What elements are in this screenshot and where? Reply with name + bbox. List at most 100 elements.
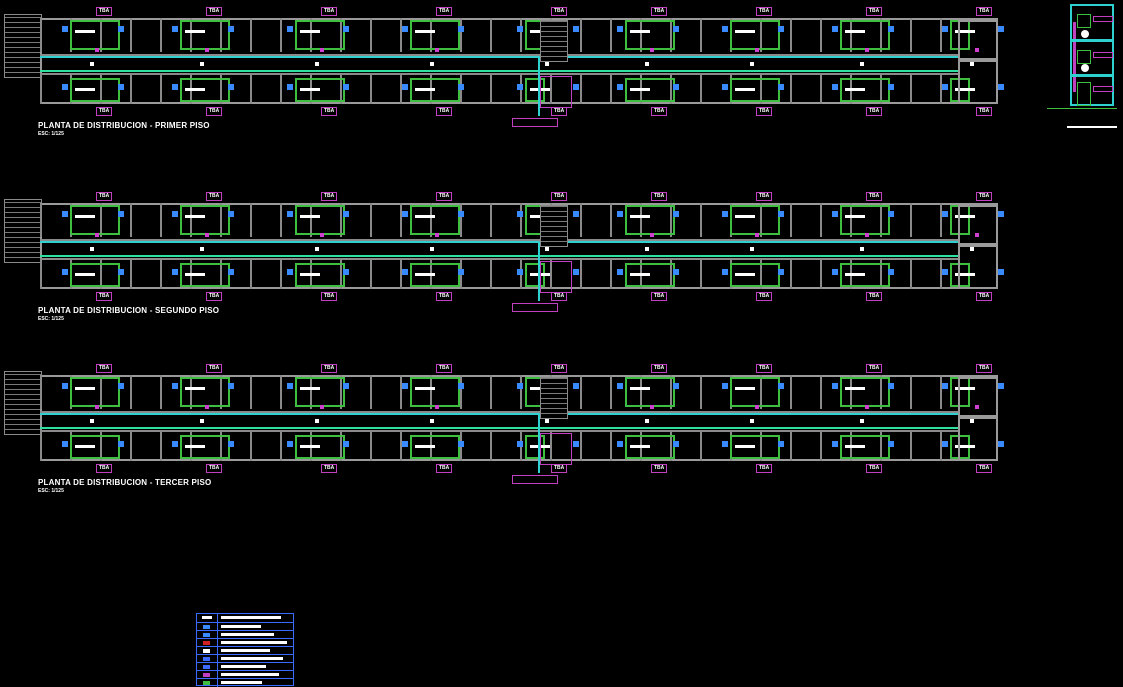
partition-wall xyxy=(160,203,162,237)
partition-wall xyxy=(940,18,942,52)
unit-tag: TBA xyxy=(436,464,453,473)
bed xyxy=(630,387,650,390)
partition-wall xyxy=(640,375,642,409)
tap-icon xyxy=(645,62,649,66)
partition-wall xyxy=(280,259,282,289)
partition-wall xyxy=(340,375,342,409)
partition-wall xyxy=(580,375,582,409)
valve-icon xyxy=(865,405,869,409)
bed xyxy=(75,273,95,276)
corridor-wall xyxy=(40,430,958,432)
partition-wall xyxy=(250,203,252,237)
annex-bottom xyxy=(958,245,998,289)
valve-icon xyxy=(755,48,759,52)
valve-icon xyxy=(320,405,324,409)
partition-wall xyxy=(190,18,192,52)
partition-wall xyxy=(520,203,522,237)
tap-icon xyxy=(860,419,864,423)
bed xyxy=(955,88,975,91)
unit-bottom xyxy=(180,263,230,287)
partition-wall xyxy=(370,431,372,461)
partition-wall xyxy=(850,18,852,52)
partition-wall xyxy=(250,431,252,461)
unit-top xyxy=(180,377,230,407)
fixture-icon xyxy=(573,211,579,217)
fixture-icon xyxy=(573,383,579,389)
fixture-icon xyxy=(228,441,234,447)
fixture-icon xyxy=(228,211,234,217)
fixture-icon xyxy=(458,211,464,217)
fixture-icon xyxy=(617,441,623,447)
partition-wall xyxy=(610,203,612,237)
fixture-icon xyxy=(673,269,679,275)
partition-wall xyxy=(460,375,462,409)
unit-top xyxy=(840,20,890,50)
partition-wall xyxy=(490,259,492,289)
unit-tag: TBA xyxy=(976,7,993,16)
riser-tag xyxy=(512,118,558,127)
fixture-icon xyxy=(573,26,579,32)
valve-icon xyxy=(650,233,654,237)
tap-icon xyxy=(545,419,549,423)
partition-wall xyxy=(610,375,612,409)
partition-wall xyxy=(820,18,822,52)
unit-tag: TBA xyxy=(206,464,223,473)
cold-water-line xyxy=(40,241,958,243)
partition-wall xyxy=(40,375,42,409)
partition-wall xyxy=(610,259,612,289)
bed xyxy=(300,88,320,91)
unit-tag: TBA xyxy=(551,364,568,373)
fixture-icon xyxy=(172,84,178,90)
partition-wall xyxy=(160,431,162,461)
fixture-icon xyxy=(228,383,234,389)
unit-tag: TBA xyxy=(651,192,668,201)
tap-icon xyxy=(430,419,434,423)
unit-top xyxy=(410,205,460,235)
bed xyxy=(955,30,975,33)
unit-tag: TBA xyxy=(551,464,568,473)
riser-line xyxy=(538,241,540,301)
partition-wall xyxy=(370,375,372,409)
fixture-icon xyxy=(287,383,293,389)
unit-tag: TBA xyxy=(321,364,338,373)
unit-tag: TBA xyxy=(96,292,113,301)
fixture-icon xyxy=(778,441,784,447)
fixture-icon xyxy=(517,84,523,90)
tap-icon xyxy=(90,247,94,251)
fixture-icon xyxy=(998,441,1004,447)
fixture-icon xyxy=(62,211,68,217)
partition-wall xyxy=(490,74,492,104)
partition-wall xyxy=(400,259,402,289)
unit-top xyxy=(295,377,345,407)
unit-bottom xyxy=(295,78,345,102)
unit-tag: TBA xyxy=(96,464,113,473)
fixture-icon xyxy=(228,26,234,32)
partition-wall xyxy=(460,203,462,237)
partition-wall xyxy=(550,74,552,104)
bed xyxy=(955,215,975,218)
fixture-icon xyxy=(832,383,838,389)
partition-wall xyxy=(250,74,252,104)
unit-tag: TBA xyxy=(651,107,668,116)
fixture-icon xyxy=(722,84,728,90)
bed xyxy=(185,30,205,33)
valve-icon xyxy=(320,233,324,237)
valve-icon xyxy=(95,48,99,52)
partition-wall xyxy=(880,74,882,104)
fixture-icon xyxy=(458,269,464,275)
fixture-icon xyxy=(172,26,178,32)
unit-tag: TBA xyxy=(651,7,668,16)
bed xyxy=(185,387,205,390)
unit-tag: TBA xyxy=(436,107,453,116)
service-room xyxy=(540,76,572,108)
plan-title: PLANTA DE DISTRIBUCION - PRIMER PISO xyxy=(38,121,210,130)
fixture-icon xyxy=(343,211,349,217)
fixture-icon xyxy=(942,211,948,217)
partition-wall xyxy=(700,203,702,237)
fixture-icon xyxy=(517,269,523,275)
bed xyxy=(300,30,320,33)
partition-wall xyxy=(880,375,882,409)
tap-icon xyxy=(200,62,204,66)
partition-wall xyxy=(910,74,912,104)
